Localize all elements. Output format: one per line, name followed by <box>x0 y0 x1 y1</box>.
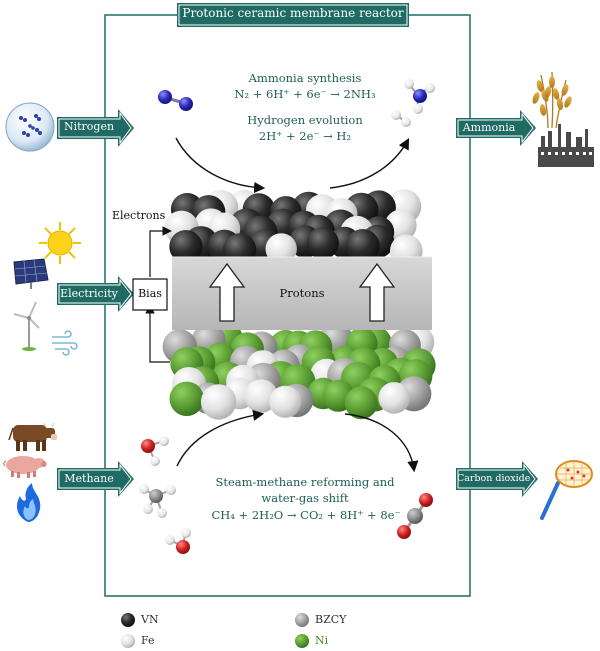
electrode-particle <box>345 229 380 263</box>
factory-icon <box>538 124 594 167</box>
co2-molecule <box>397 493 433 539</box>
bias-box <box>132 278 168 311</box>
carbon-dioxide-arrow <box>456 461 538 497</box>
water-molecule <box>141 436 169 466</box>
flame-icon <box>16 483 41 522</box>
wheat-icon <box>532 71 572 129</box>
solar-panel-icon <box>13 258 49 289</box>
cow-icon <box>8 422 57 451</box>
co2-flow-arrow <box>344 413 419 473</box>
sun-icon <box>39 222 81 264</box>
carbon-dioxide-label: Carbon dioxide <box>457 473 531 484</box>
electrode-particle <box>344 386 378 420</box>
membrane-slab <box>172 256 432 330</box>
reforming-title-line1: Steam-methane reforming and <box>215 475 395 489</box>
legend-swatch-bzcy <box>295 613 309 627</box>
proton-arrow-left <box>208 262 246 322</box>
nh3-flow-arrow <box>329 138 410 189</box>
bias-label: Bias <box>138 287 162 300</box>
electrode-particle <box>200 384 237 420</box>
electrode-particle <box>378 382 411 414</box>
electrode-particle <box>306 227 339 260</box>
protons-label: Protons <box>279 286 325 300</box>
pig-icon <box>3 456 47 478</box>
legend-swatch-vn <box>121 613 135 627</box>
legend-label-vn: VN <box>141 613 159 626</box>
ammonia-label: Ammonia <box>462 121 516 134</box>
methane-molecule <box>139 484 176 518</box>
diagram-title: Protonic ceramic membrane reactor <box>182 6 404 20</box>
wind-turbine-icon <box>13 301 40 351</box>
electricity-arrow <box>57 276 134 312</box>
reforming-title-line2: water-gas shift <box>261 491 349 505</box>
cathode-layer <box>164 189 423 268</box>
legend-label-ni: Ni <box>315 634 329 647</box>
legend-swatch-fe <box>121 634 135 648</box>
ammonia-molecule <box>404 79 435 114</box>
electrode-particle <box>169 381 204 416</box>
legend-swatch-ni <box>295 634 309 648</box>
electrode-particle <box>169 230 203 264</box>
methane-flow-arrow <box>176 409 265 467</box>
electrons-label: Electrons <box>112 209 166 222</box>
capture-net-icon <box>540 460 593 520</box>
ammonia-synthesis-equation: N₂ + 6H⁺ + 6e⁻ → 2NH₃ <box>234 87 376 101</box>
n2-flow-arrow <box>175 137 266 194</box>
hydrogen-evolution-equation: 2H⁺ + 2e⁻ → H₂ <box>258 129 352 143</box>
wind-gust-icon <box>52 330 78 356</box>
methane-arrow <box>57 461 134 497</box>
reforming-equation: CH₄ + 2H₂O → CO₂ + 8H⁺ + 8e⁻ <box>211 508 401 522</box>
nitrogen-bubble-icon <box>5 102 55 152</box>
ammonia-synthesis-title: Ammonia synthesis <box>248 71 362 85</box>
legend-label-fe: Fe <box>141 634 155 647</box>
anode-layer <box>162 321 436 420</box>
n2-molecule <box>158 90 193 111</box>
electrode-particle <box>269 385 302 418</box>
water-molecule <box>165 528 191 554</box>
proton-arrow-right <box>358 262 396 322</box>
nitrogen-arrow <box>57 109 134 147</box>
title-tab <box>177 3 409 27</box>
hydrogen-evolution-title: Hydrogen evolution <box>247 113 363 127</box>
methane-label: Methane <box>64 472 114 485</box>
legend-label-bzcy: BZCY <box>315 613 347 626</box>
nitrogen-label: Nitrogen <box>63 120 115 133</box>
ammonia-arrow <box>456 110 536 146</box>
hydrogen-molecule <box>391 110 411 127</box>
electricity-label: Electricity <box>60 287 118 300</box>
